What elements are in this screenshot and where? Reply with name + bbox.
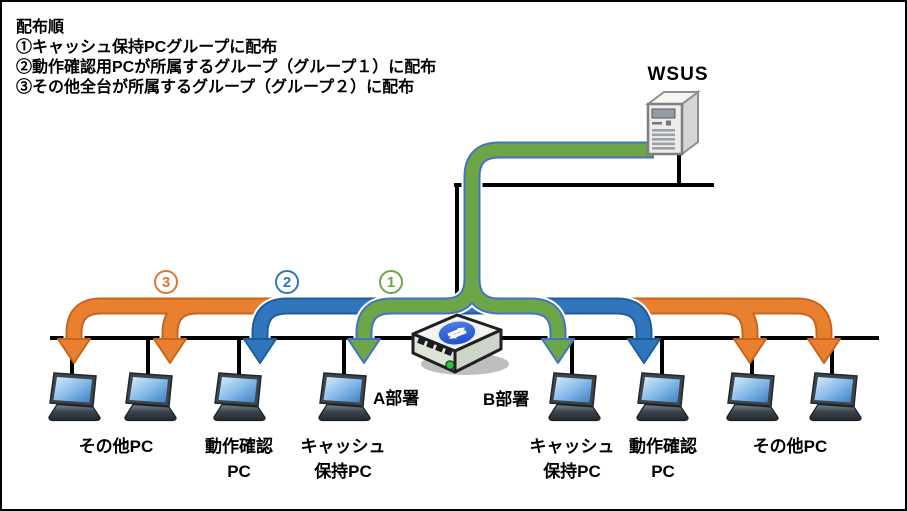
laptop-icon xyxy=(213,372,266,422)
legend-heading: 配布順 xyxy=(16,19,65,36)
laptop-icon xyxy=(124,372,177,422)
network-switch-icon xyxy=(411,313,509,375)
legend-step-3: ③その他全台が所属するグループ（グループ２）に配布 xyxy=(16,79,415,96)
laptop-icon xyxy=(48,372,101,422)
switch-led xyxy=(445,360,455,370)
department-a-label: A部署 xyxy=(373,389,420,408)
laptop-icon xyxy=(636,372,689,422)
laptop-icon xyxy=(318,372,371,422)
green-arrowhead xyxy=(541,338,575,364)
distribution-order-legend: 配布順 ①キャッシュ保持PCグループに配布 ②動作確認用PCが所属するグループ（… xyxy=(16,18,436,98)
pc-icons xyxy=(48,372,862,422)
laptop-icon xyxy=(548,372,601,422)
step-badge-3: 3 xyxy=(154,270,178,294)
orange-arrowhead xyxy=(153,338,187,364)
orange-arrowhead xyxy=(733,338,767,364)
arrow-step1-distribute-cache-pcs xyxy=(347,139,654,364)
orange-arrowhead xyxy=(807,338,841,364)
step-badge-1: 1 xyxy=(379,270,403,294)
blue-arrowhead xyxy=(627,338,661,364)
pc-group-label-cache-right: キャッシュ保持PC xyxy=(529,437,615,481)
legend-step-1: ①キャッシュ保持PCグループに配布 xyxy=(16,39,278,56)
wsus-server-icon xyxy=(645,90,701,156)
step-badge-2: 2 xyxy=(275,270,299,294)
pc-group-label-other-left: その他PC xyxy=(78,437,154,456)
pc-group-label-cache-left: キャッシュ保持PC xyxy=(300,437,386,481)
orange-arrowhead xyxy=(57,338,91,364)
laptop-icon xyxy=(726,372,779,422)
department-b-label: B部署 xyxy=(483,390,530,409)
green-arrowhead xyxy=(347,338,381,364)
pc-group-label-other-right: その他PC xyxy=(752,437,828,456)
legend-step-2: ②動作確認用PCが所属するグループ（グループ１）に配布 xyxy=(16,59,437,76)
wsus-server-label: WSUS xyxy=(647,64,709,85)
blue-arrowhead xyxy=(243,338,277,364)
laptop-icon xyxy=(809,372,862,422)
